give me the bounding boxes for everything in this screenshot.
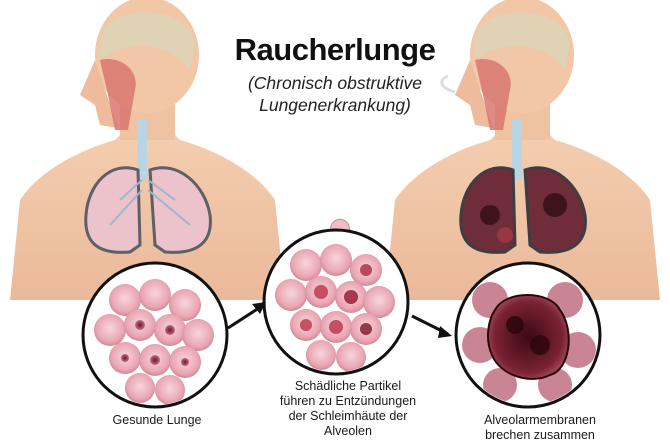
caption-healthy-line: Gesunde Lunge — [82, 413, 232, 428]
caption-inflamed-line: Schädliche Partikel — [258, 379, 438, 394]
arrow-to-inflamed — [228, 302, 266, 328]
caption-collapsed: Alveolarmembranen brechen zusammen — [450, 413, 630, 443]
page-subtitle: (Chronisch obstruktive Lungenerkrankung) — [190, 72, 480, 116]
caption-collapsed-line: Alveolarmembranen — [450, 413, 630, 428]
caption-inflamed-line: Alveolen — [258, 424, 438, 439]
caption-healthy: Gesunde Lunge — [82, 413, 232, 428]
page-title: Raucherlunge — [190, 32, 480, 68]
caption-collapsed-line: brechen zusammen — [450, 428, 630, 443]
caption-inflamed-line: führen zu Entzündungen — [258, 394, 438, 409]
arrow-to-collapsed — [412, 316, 452, 338]
inflamed-alveoli — [264, 219, 408, 374]
collapsed-alveoli — [456, 263, 600, 407]
subtitle-line-2: Lungenerkrankung) — [190, 94, 480, 116]
caption-inflamed-line: der Schleimhäute der — [258, 409, 438, 424]
subtitle-line-1: (Chronisch obstruktive — [190, 72, 480, 94]
healthy-alveoli — [83, 263, 227, 407]
caption-inflamed: Schädliche Partikel führen zu Entzündung… — [258, 379, 438, 439]
